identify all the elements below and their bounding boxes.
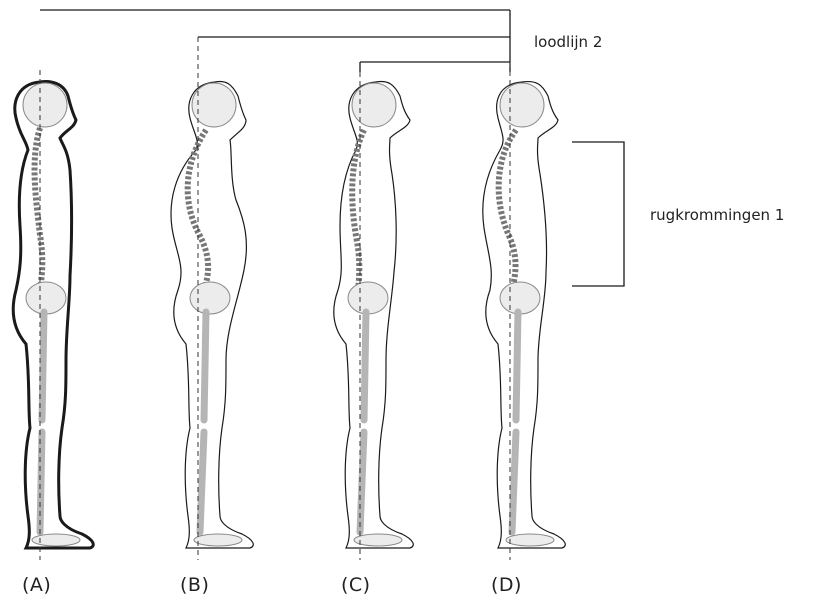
femur-a [42,312,44,420]
foot-c [354,534,402,546]
skull-a [23,83,67,127]
figure-label-a: (A) [22,574,51,596]
figure-b [171,37,253,560]
spine-d [499,130,516,290]
figure-label-d: (D) [491,574,522,596]
foot-a [32,534,80,546]
femur-c [364,312,366,420]
figure-a [13,70,93,560]
body-outline-d [483,82,565,548]
femur-d [516,312,518,420]
tibia-d [512,432,516,532]
spine-curves-bracket [572,142,624,286]
figure-c [334,72,413,560]
figure-label-b: (B) [180,574,209,596]
tibia-c [360,432,364,532]
femur-b [204,312,206,420]
skull-c [352,83,396,127]
skull-b [192,83,236,127]
tibia-b [200,432,204,532]
plumb-line-label: loodlijn 2 [534,33,602,51]
body-outline-a [13,82,93,548]
skull-d [500,83,544,127]
body-outline-b [171,82,253,548]
figure-label-c: (C) [341,574,371,596]
figure-d [483,62,565,560]
spine-c [352,130,364,290]
body-outline-c [334,82,413,548]
spine-a [35,128,43,290]
spine-curves-label: rugkrommingen 1 [650,206,784,224]
plumb-line-connectors [40,10,510,72]
tibia-a [40,432,42,532]
foot-b [194,534,242,546]
pelvis-b [190,282,230,314]
foot-d [506,534,554,546]
